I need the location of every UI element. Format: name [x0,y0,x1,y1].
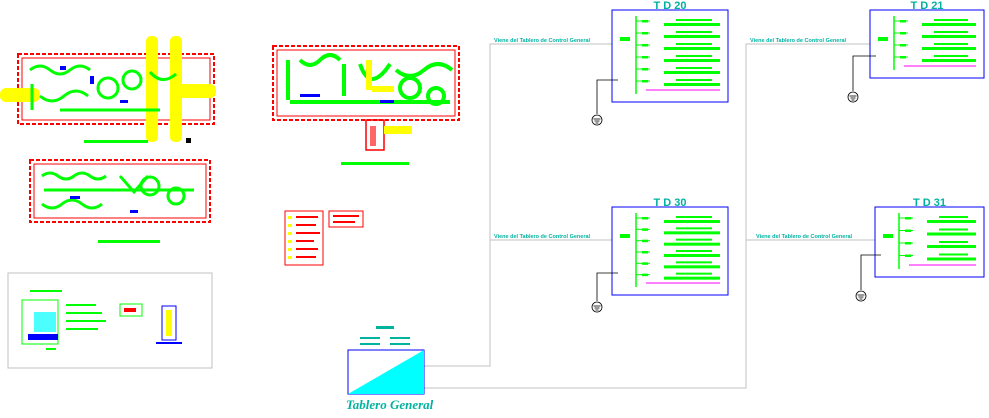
panel-td20: T D 20 [591,0,729,126]
legend-tables [284,210,364,266]
panel-td30-title: T D 30 [653,197,686,209]
floor-plan-top-left [0,36,216,143]
feed-label-td31: Viene del Tablero de Control General [756,234,853,240]
feed-label-td30: Viene del Tablero de Control General [494,234,591,240]
construction-detail-box [7,272,213,369]
feeder-line-labels: Viene del Tablero de Control General Vie… [494,38,853,240]
panel-td30-ground-icon [591,301,603,313]
floor-plan-top-middle [272,45,460,165]
panel-td20-title: T D 20 [653,0,686,12]
panel-td31-title: T D 31 [913,197,946,209]
main-panel-tablero-general [347,326,425,395]
panel-td21-title: T D 21 [910,0,943,12]
panel-td21-ground-icon [847,91,859,103]
panel-td31-ground-icon [855,290,867,302]
feed-label-td20: Viene del Tablero de Control General [494,38,591,44]
feed-label-td21: Viene del Tablero de Control General [750,38,847,44]
floor-plan-middle-left [29,159,211,243]
distribution-panels: T D 20 T D 21 T D 30 T D 31 [591,0,985,313]
feeder-lines [424,43,875,389]
panel-td21: T D 21 [847,0,985,103]
main-panel-title: Tablero General [346,397,434,412]
panel-td30: T D 30 [591,197,729,313]
panel-td20-ground-icon [591,114,603,126]
panel-td31: T D 31 [855,197,985,302]
